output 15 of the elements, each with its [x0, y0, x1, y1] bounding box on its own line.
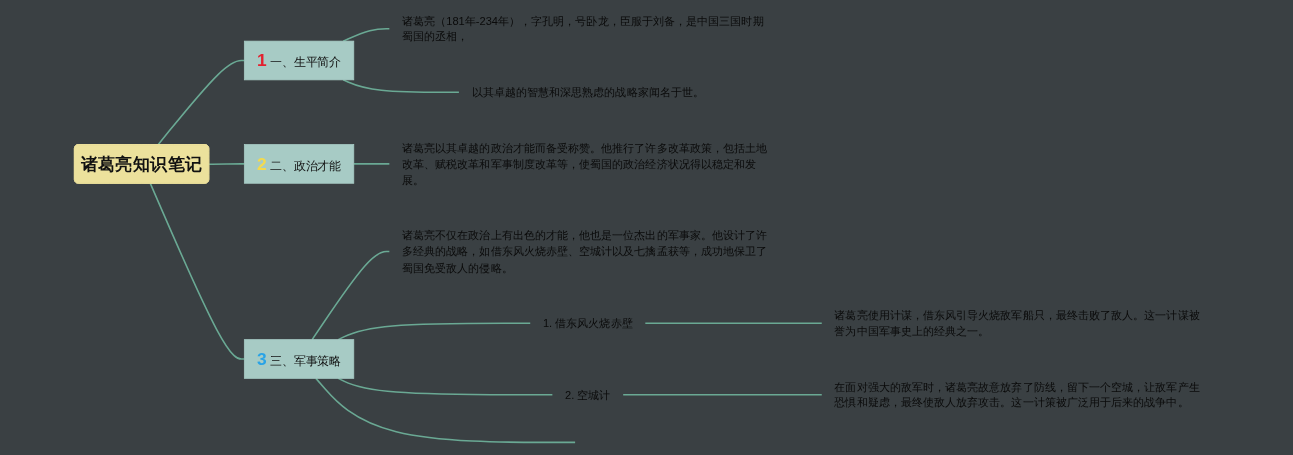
connector: [311, 250, 391, 341]
node-box: 1 一、生平简介: [243, 40, 355, 81]
connector: [353, 163, 391, 165]
connector: [644, 322, 823, 324]
connector: [149, 182, 246, 360]
connector: [337, 377, 554, 396]
connector: [157, 59, 246, 146]
connector: [342, 79, 460, 94]
connector: [337, 322, 531, 341]
node-box: 2 二、政治才能: [243, 144, 355, 184]
connector: [342, 27, 391, 42]
connector: [208, 163, 246, 166]
connector: [622, 394, 823, 396]
node-box: 3 三、军事策略: [243, 339, 355, 379]
connector: [315, 377, 576, 444]
